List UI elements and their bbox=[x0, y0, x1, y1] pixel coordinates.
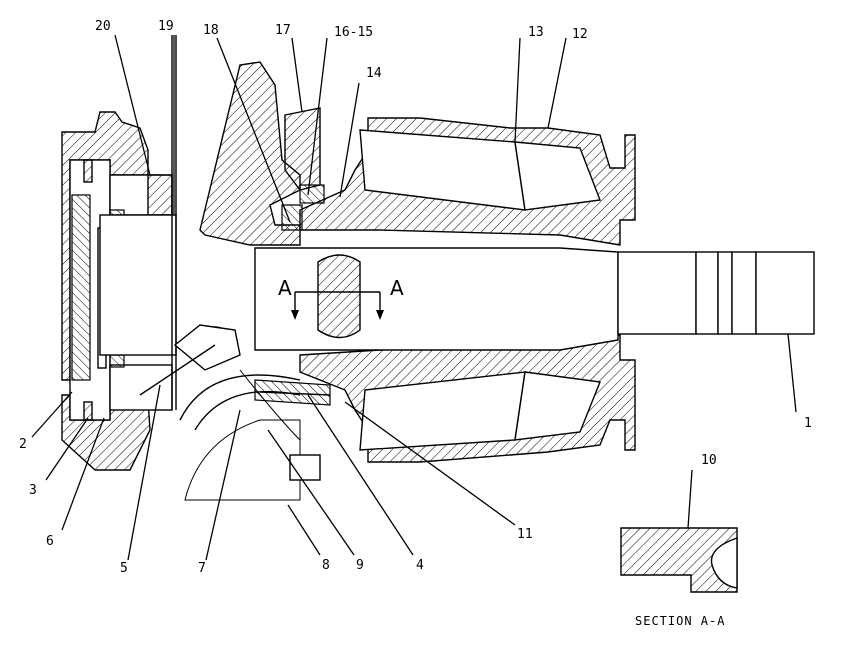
label-7: 7 bbox=[198, 561, 206, 576]
label-13: 13 bbox=[528, 25, 544, 40]
label-17: 17 bbox=[275, 23, 291, 38]
valve-plate bbox=[99, 35, 177, 410]
label-20: 20 bbox=[95, 19, 111, 34]
leader-lines bbox=[31, 34, 797, 561]
label-9: 9 bbox=[356, 558, 364, 573]
section-marker-left: A bbox=[278, 276, 292, 300]
section-marker-right: A bbox=[390, 276, 404, 300]
section-a-a-detail: SECTION A-A bbox=[620, 527, 738, 628]
part-labels: 20 19 18 17 16-15 14 13 12 1 10 11 2 3 6… bbox=[19, 19, 812, 576]
section-caption: SECTION A-A bbox=[635, 614, 725, 628]
label-16-15: 16-15 bbox=[334, 25, 373, 40]
label-8: 8 bbox=[322, 558, 330, 573]
label-18: 18 bbox=[203, 23, 219, 38]
label-2: 2 bbox=[19, 437, 27, 452]
servo-linkage bbox=[139, 324, 331, 501]
label-3: 3 bbox=[29, 483, 37, 498]
housing-upper bbox=[299, 117, 636, 246]
housing-lower bbox=[299, 334, 636, 463]
label-6: 6 bbox=[46, 534, 54, 549]
section-cut-marker: A A bbox=[278, 276, 404, 320]
drive-shaft bbox=[254, 247, 815, 351]
label-4: 4 bbox=[416, 558, 424, 573]
label-5: 5 bbox=[120, 561, 128, 576]
label-14: 14 bbox=[366, 66, 382, 81]
label-12: 12 bbox=[572, 27, 588, 42]
label-10: 10 bbox=[701, 453, 717, 468]
label-11: 11 bbox=[517, 527, 533, 542]
label-1: 1 bbox=[804, 416, 812, 431]
label-19: 19 bbox=[158, 19, 174, 34]
